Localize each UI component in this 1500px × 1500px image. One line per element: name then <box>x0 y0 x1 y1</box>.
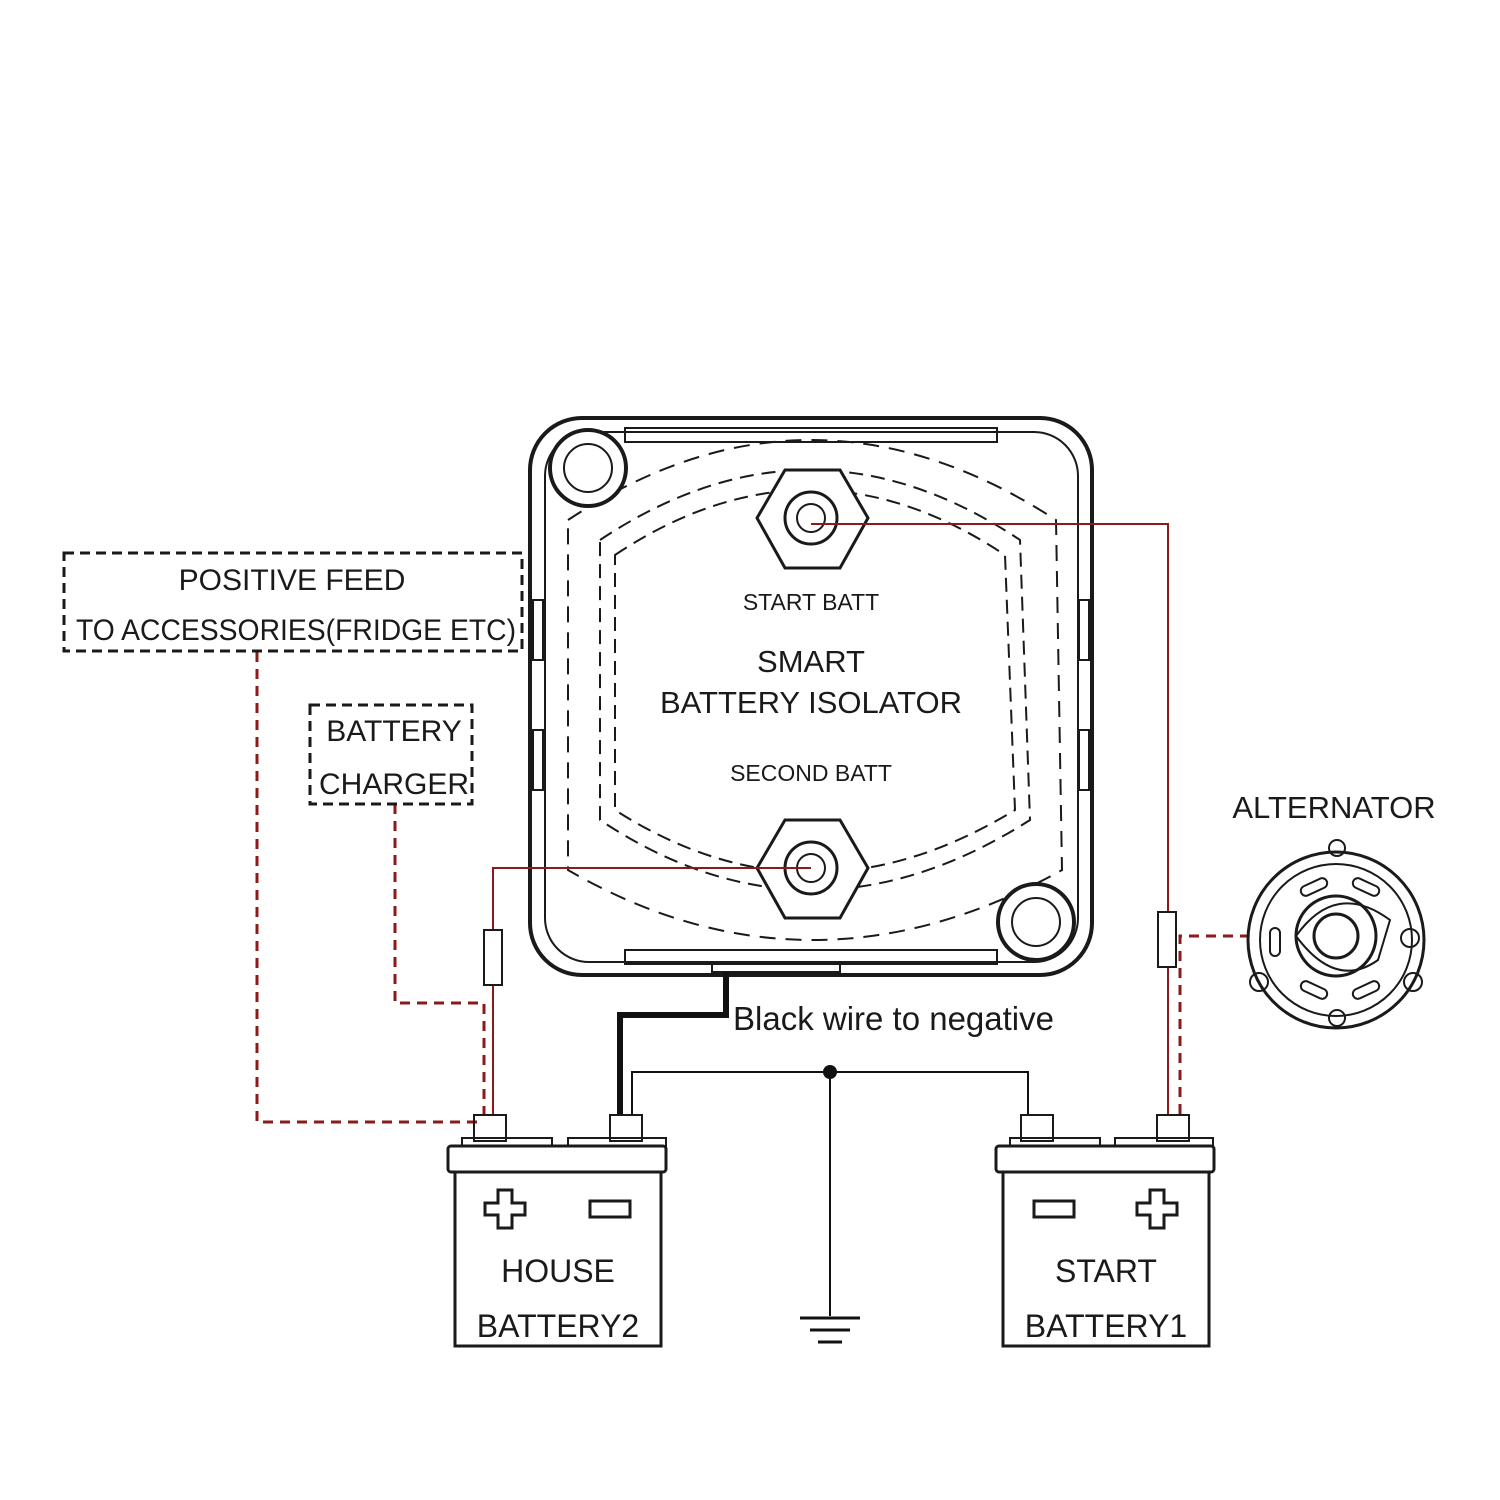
isolator-right-ridge-2 <box>1078 729 1090 791</box>
isolator-bottom-tab <box>624 949 998 965</box>
start-battery-line1: START <box>1055 1253 1157 1289</box>
dashed-feed-wires <box>255 652 1250 1124</box>
house-battery: HOUSE BATTERY2 <box>446 1114 668 1348</box>
isolator-dashed-border <box>567 439 1064 941</box>
positive-feed-box: POSITIVE FEED TO ACCESSORIES(FRIDGE ETC) <box>62 551 524 653</box>
house-battery-line1: HOUSE <box>501 1253 615 1289</box>
positive-feed-line2: TO ACCESSORIES(FRIDGE ETC) <box>76 614 516 647</box>
start-batt-label: START BATT <box>743 589 879 615</box>
isolator-left-ridge-2 <box>532 729 544 791</box>
isolator-title-line1: SMART <box>757 644 865 679</box>
battery-charger-border <box>308 703 474 806</box>
start-batt-terminal-nut-icon <box>755 468 870 570</box>
isolator-dashed-panel-inner <box>614 489 1017 874</box>
isolator-right-ridge-1 <box>1078 599 1090 661</box>
isolator-dashed-panel-outer <box>599 469 1032 891</box>
start-battery-line2: BATTERY1 <box>1025 1308 1187 1344</box>
alternator-wire <box>1178 934 1250 1115</box>
mounting-bolt-bottom-right <box>996 882 1076 962</box>
positive-feed-wire <box>255 652 480 1124</box>
start-minus-icon <box>1032 1199 1076 1219</box>
battery-charger-line1: BATTERY <box>326 715 462 748</box>
alternator-icon <box>1246 839 1426 1030</box>
black-negative-wire <box>617 972 729 1115</box>
isolator-title-line2: BATTERY ISOLATOR <box>660 685 962 720</box>
start-plus-icon <box>1135 1188 1179 1230</box>
ground-symbol-icon <box>800 1316 860 1344</box>
positive-feed-border <box>62 551 524 653</box>
house-battery-line2: BATTERY2 <box>477 1308 639 1344</box>
negative-wire-label: Black wire to negative <box>733 1000 1054 1037</box>
mounting-bolt-top-left <box>548 428 628 508</box>
start-fuse-icon <box>1157 911 1177 968</box>
isolator-outer-housing <box>528 416 1094 977</box>
second-batt-positive-wire <box>492 867 811 1115</box>
positive-feed-line1: POSITIVE FEED <box>179 564 406 597</box>
start-battery: START BATTERY1 <box>994 1114 1216 1348</box>
smart-battery-isolator: START BATT SMART BATTERY ISOLATOR SECOND… <box>528 416 1094 977</box>
battery-charger-wire <box>393 804 486 1115</box>
house-plus-icon <box>483 1188 527 1230</box>
isolator-left-ridge-1 <box>532 599 544 661</box>
isolator-bottom-connector <box>711 961 841 973</box>
isolator-top-tab <box>624 427 998 443</box>
alternator-label: ALTERNATOR <box>1232 790 1435 825</box>
battery-charger-line2: CHARGER <box>319 768 469 801</box>
house-fuse-icon <box>483 929 503 986</box>
battery-charger-box: BATTERY CHARGER <box>308 703 474 806</box>
house-minus-icon <box>588 1199 632 1219</box>
second-batt-label: SECOND BATT <box>730 760 892 786</box>
